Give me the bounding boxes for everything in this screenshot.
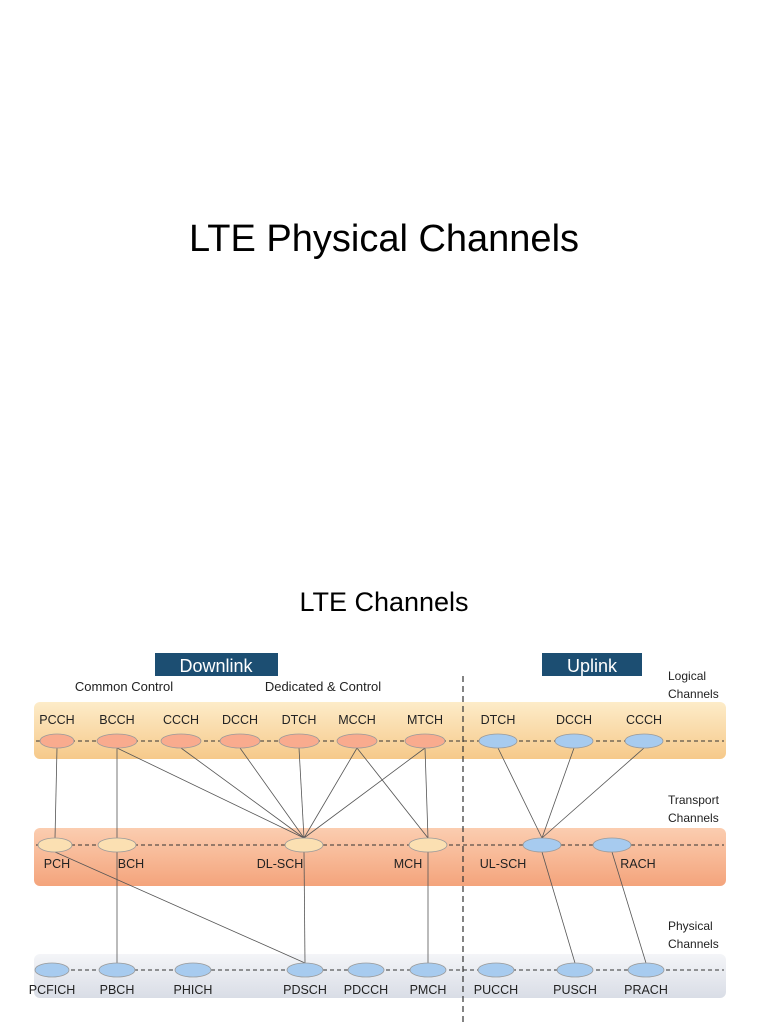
physical-channel-label: PHICH <box>174 983 213 997</box>
logical-channel-node <box>624 733 664 749</box>
logical-channel-label: CCCH <box>163 713 199 727</box>
physical-channel-label: PDCCH <box>344 983 388 997</box>
logical-channel-node <box>336 733 378 749</box>
transport-channel-node <box>408 837 448 853</box>
transport-channels-label-1: Transport <box>668 793 720 807</box>
transport-channel-label: MCH <box>394 857 422 871</box>
physical-channel-node <box>34 962 70 978</box>
logical-channel-node <box>96 733 138 749</box>
channel-mapping-line <box>54 851 306 964</box>
logical-channel-label: CCCH <box>626 713 662 727</box>
logical-channels-label-2: Channels <box>668 687 719 701</box>
channel-mapping-line <box>303 851 306 964</box>
physical-channel-label: PCFICH <box>29 983 76 997</box>
physical-channel-node <box>347 962 385 978</box>
channel-mapping-line <box>54 747 58 839</box>
physical-channel-node <box>556 962 594 978</box>
logical-channel-label: MCCH <box>338 713 376 727</box>
channel-mapping-line <box>541 747 575 839</box>
logical-channel-label: BCCH <box>99 713 134 727</box>
transport-channels-label-2: Channels <box>668 811 719 825</box>
channel-mapping-line <box>611 851 647 964</box>
physical-channel-node <box>627 962 665 978</box>
channel-mapping-line <box>239 747 305 839</box>
channel-mapping-line <box>180 747 305 839</box>
channel-mapping-line <box>541 747 645 839</box>
physical-channels-label-2: Channels <box>668 937 719 951</box>
channel-mapping-line <box>356 747 429 839</box>
transport-channel-node <box>37 837 73 853</box>
logical-channel-node <box>404 733 446 749</box>
uplink-header: Uplink <box>567 656 618 676</box>
physical-channel-label: PUCCH <box>474 983 518 997</box>
transport-channel-label: DL-SCH <box>257 857 304 871</box>
physical-channel-label: PRACH <box>624 983 668 997</box>
transport-channel-node <box>97 837 137 853</box>
logical-channel-node <box>160 733 202 749</box>
transport-channel-node <box>522 837 562 853</box>
slide-title: LTE Physical Channels <box>188 218 580 260</box>
lte-channel-diagram: Downlink Uplink Common Control Dedicated… <box>29 653 726 1024</box>
channel-mapping-line <box>424 747 429 839</box>
common-control-label: Common Control <box>75 679 173 694</box>
channel-mapping-line <box>541 851 576 964</box>
logical-channel-label: MTCH <box>407 713 443 727</box>
transport-channel-node <box>284 837 324 853</box>
dedicated-control-label: Dedicated & Control <box>265 679 381 694</box>
physical-channel-label: PUSCH <box>553 983 597 997</box>
channel-mapping-line <box>497 747 543 839</box>
downlink-header: Downlink <box>179 656 253 676</box>
logical-channel-node <box>554 733 594 749</box>
logical-channel-node <box>478 733 518 749</box>
transport-channel-label: RACH <box>620 857 655 871</box>
transport-channel-label: BCH <box>118 857 144 871</box>
physical-channel-label: PMCH <box>410 983 447 997</box>
logical-channel-label: DTCH <box>282 713 317 727</box>
physical-channel-label: PDSCH <box>283 983 327 997</box>
transport-channel-label: UL-SCH <box>480 857 527 871</box>
slide-subtitle: LTE Channels <box>299 587 469 617</box>
transport-channel-node <box>592 837 632 853</box>
channel-mapping-line <box>116 747 305 839</box>
channel-mapping-line <box>303 747 426 839</box>
physical-channel-node <box>174 962 212 978</box>
downlink-header-box <box>155 653 278 676</box>
logical-channel-label: DCCH <box>222 713 258 727</box>
physical-channel-node <box>286 962 324 978</box>
channel-mapping-line <box>298 747 305 839</box>
logical-channel-node <box>219 733 261 749</box>
logical-channel-label: DCCH <box>556 713 592 727</box>
logical-channels-band <box>34 702 726 759</box>
logical-channel-label: DTCH <box>481 713 516 727</box>
logical-channel-node <box>278 733 320 749</box>
physical-channels-label-1: Physical <box>668 919 713 933</box>
transport-channel-label: PCH <box>44 857 70 871</box>
physical-channel-node <box>409 962 447 978</box>
uplink-header-box <box>542 653 642 676</box>
physical-channel-node <box>98 962 136 978</box>
physical-channel-node <box>477 962 515 978</box>
logical-channel-node <box>39 733 75 749</box>
logical-channel-label: PCCH <box>39 713 74 727</box>
physical-channel-label: PBCH <box>100 983 135 997</box>
physical-channels-band <box>34 954 726 998</box>
logical-channels-label-1: Logical <box>668 669 706 683</box>
channel-mapping-line <box>303 747 358 839</box>
